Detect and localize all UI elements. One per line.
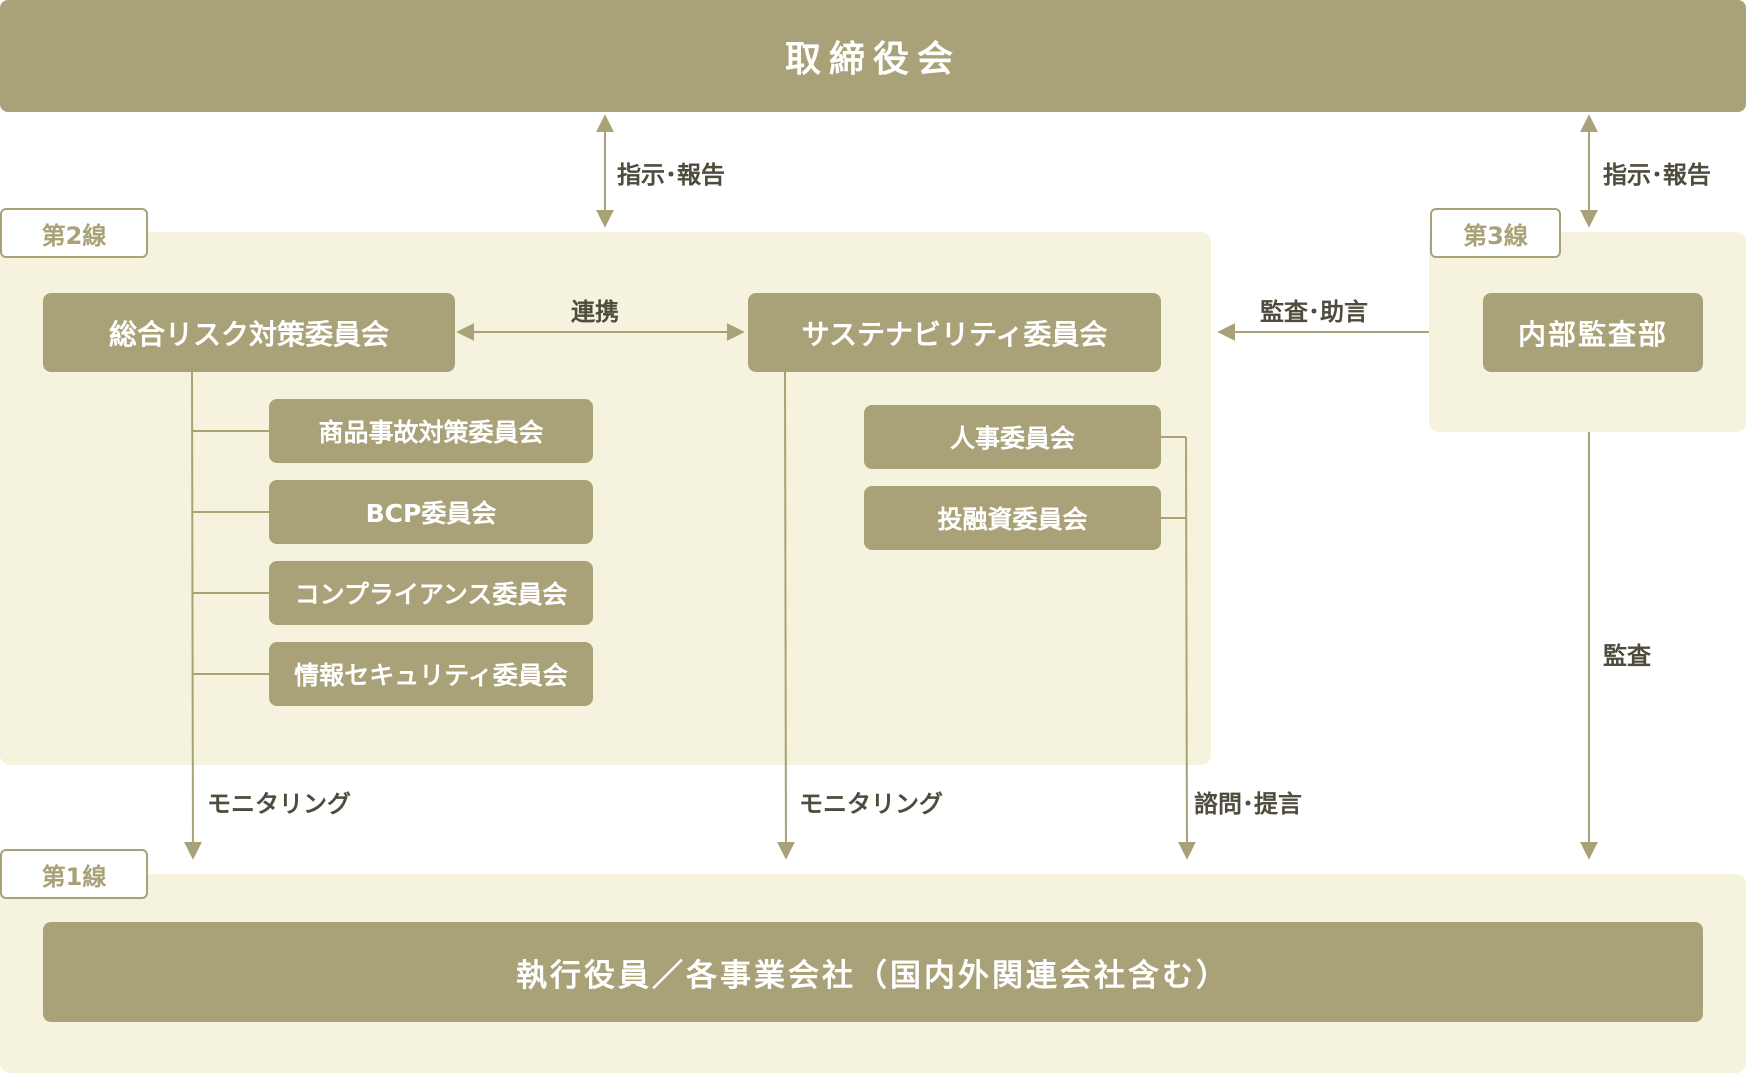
compliance-committee: コンプライアンス委員会 — [269, 561, 593, 625]
hr-committee: 人事委員会 — [864, 405, 1161, 469]
second-line-label: 第2線 — [0, 208, 148, 258]
board-of-directors: 取締役会 — [0, 0, 1746, 112]
sustainability-monitoring-label: モニタリング — [799, 790, 943, 818]
risk-monitoring-label: モニタリング — [207, 790, 351, 818]
sustainability-committee: サステナビリティ委員会 — [748, 293, 1161, 372]
third-line-label: 第3線 — [1430, 208, 1561, 258]
internal-audit-dept: 内部監査部 — [1483, 293, 1703, 372]
consult-propose-label: 諮問･提言 — [1194, 790, 1302, 818]
first-line-label: 第1線 — [0, 849, 148, 899]
bcp-committee: BCP委員会 — [269, 480, 593, 544]
executives-box: 執行役員／各事業会社（国内外関連会社含む） — [43, 922, 1703, 1022]
product-accident-committee: 商品事故対策委員会 — [269, 399, 593, 463]
sustainability-monitoring-arrow — [776, 371, 795, 860]
investment-committee: 投融資委員会 — [864, 486, 1161, 550]
info-security-committee: 情報セキュリティ委員会 — [269, 642, 593, 706]
risk-committee: 総合リスク対策委員会 — [43, 293, 455, 372]
risk-monitoring-arrow — [183, 371, 202, 860]
collaboration-label: 連携 — [571, 298, 619, 326]
consult-propose-arrow — [1177, 436, 1196, 860]
instruct-report-label-left: 指示･報告 — [617, 161, 725, 189]
audit-label: 監査 — [1603, 642, 1651, 670]
instruct-report-label-right: 指示･報告 — [1603, 161, 1711, 189]
audit-advice-label: 監査･助言 — [1260, 298, 1368, 326]
